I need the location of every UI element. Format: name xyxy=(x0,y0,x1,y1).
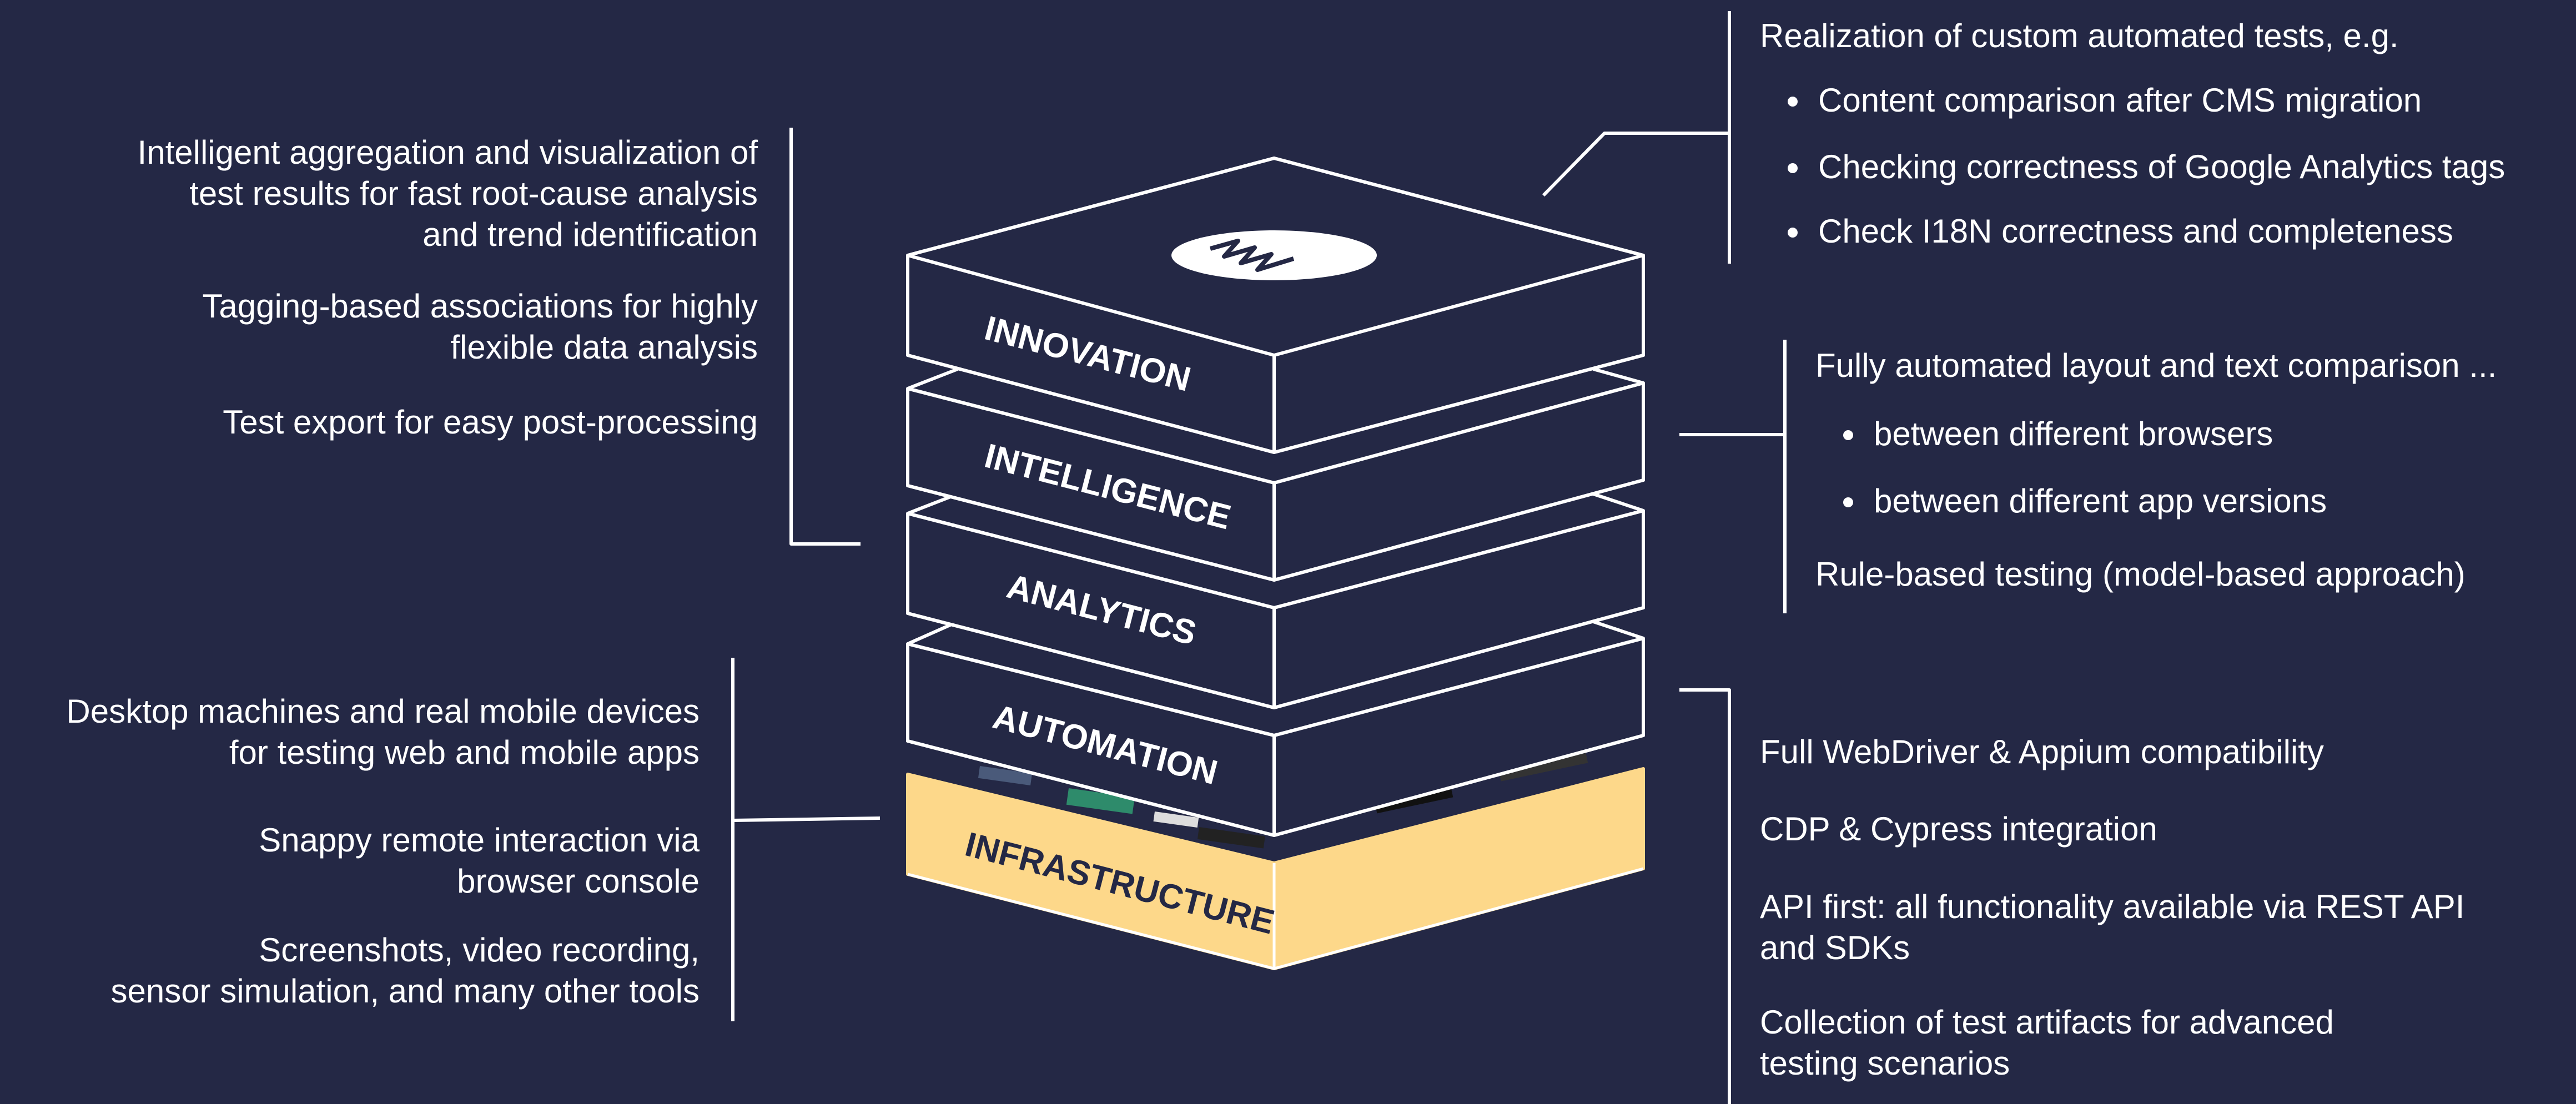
top-left-line-2: test results for fast root-cause analysi… xyxy=(189,175,758,212)
connector-top-left xyxy=(789,128,861,546)
top-right-intro: Realization of custom automated tests, e… xyxy=(1760,17,2399,54)
bottom-left-line-4: browser console xyxy=(457,863,700,900)
bottom-right-line-3: API first: all functionality available v… xyxy=(1760,888,2465,925)
bottom-left-line-5: Screenshots, video recording, xyxy=(259,931,700,969)
middle-right-intro: Fully automated layout and text comparis… xyxy=(1815,347,2497,384)
wavy-logo-icon xyxy=(1171,230,1377,280)
top-left-line-6: Test export for easy post-processing xyxy=(223,404,758,441)
bottom-left-line-1: Desktop machines and real mobile devices xyxy=(66,693,700,730)
top-left-line-5: flexible data analysis xyxy=(450,329,758,366)
top-right-bullet-3: Check I18N correctness and completeness xyxy=(1788,211,2453,252)
top-left-line-4: Tagging-based associations for highly xyxy=(202,288,758,325)
bottom-right-line-1: Full WebDriver & Appium compatibility xyxy=(1760,733,2324,770)
connector-top-right xyxy=(1542,11,1731,264)
bottom-left-line-3: Snappy remote interaction via xyxy=(259,821,700,859)
bottom-right-line-2: CDP & Cypress integration xyxy=(1760,810,2157,848)
middle-right-bullet-1: between different browsers xyxy=(1843,414,2273,455)
top-right-bullet-1: Content comparison after CMS migration xyxy=(1787,80,2422,121)
top-left-line-1: Intelligent aggregation and visualizatio… xyxy=(137,134,758,171)
connector-middle-right xyxy=(1679,340,1787,613)
layer-automation xyxy=(906,620,1645,837)
bottom-right-line-4: and SDKs xyxy=(1760,929,1910,966)
top-right-bullet-2: Checking correctness of Google Analytics… xyxy=(1787,147,2505,188)
connector-bottom-left xyxy=(731,658,881,1021)
connector-bottom-right xyxy=(1679,688,1731,1104)
bottom-left-line-2: for testing web and mobile apps xyxy=(229,734,700,771)
middle-right-bullet-2: between different app versions xyxy=(1843,481,2327,522)
layer-intelligence xyxy=(906,367,1645,582)
top-left-line-3: and trend identification xyxy=(422,216,758,253)
middle-right-outro: Rule-based testing (model-based approach… xyxy=(1815,556,2466,593)
bottom-right-line-6: testing scenarios xyxy=(1760,1045,2010,1082)
bottom-left-line-6: sensor simulation, and many other tools xyxy=(110,972,700,1010)
layer-innovation xyxy=(906,157,1645,454)
bottom-right-line-5: Collection of test artifacts for advance… xyxy=(1760,1004,2334,1041)
